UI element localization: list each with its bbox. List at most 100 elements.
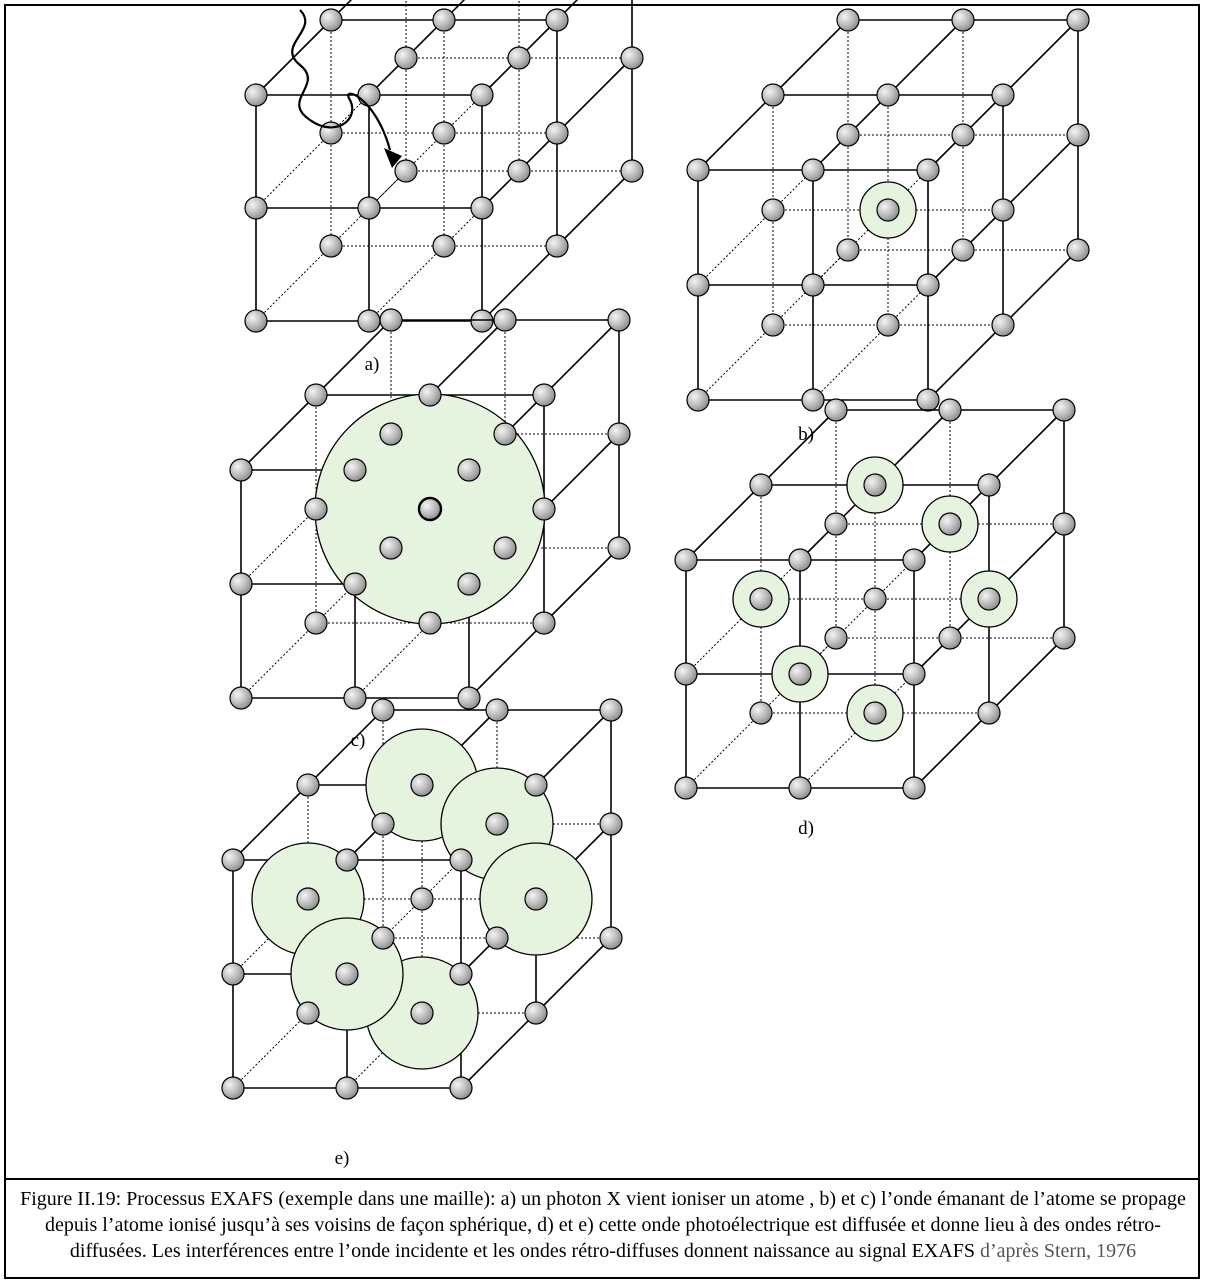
atom (608, 537, 630, 559)
visible-edge (469, 623, 544, 698)
atom (336, 963, 358, 985)
cube-panel-a (245, 0, 643, 332)
atom (380, 537, 402, 559)
atom (546, 122, 568, 144)
atom (320, 9, 342, 31)
atom (903, 549, 925, 571)
atom (877, 84, 899, 106)
atom (358, 84, 380, 106)
atom (344, 687, 366, 709)
atom (762, 314, 784, 336)
atom (533, 384, 555, 406)
atom (344, 573, 366, 595)
atom (344, 459, 366, 481)
atom (494, 537, 516, 559)
atom (864, 474, 886, 496)
atom (1067, 239, 1089, 261)
atom (358, 310, 380, 332)
atom (494, 309, 516, 331)
atom (687, 159, 709, 181)
atom (952, 124, 974, 146)
atom (837, 124, 859, 146)
visible-edge (914, 713, 989, 788)
atom (486, 813, 508, 835)
atom (419, 498, 441, 520)
atom (433, 122, 455, 144)
atom (297, 774, 319, 796)
hidden-edge (241, 623, 316, 698)
caption-reference: d’après Stern, 1976 (975, 1240, 1136, 1262)
atom (992, 314, 1014, 336)
atom (486, 927, 508, 949)
atom (978, 474, 1000, 496)
hidden-edge (686, 713, 761, 788)
atom (245, 84, 267, 106)
visible-edge (1003, 20, 1078, 95)
atom (372, 813, 394, 835)
atom (789, 549, 811, 571)
cube-panel-b (687, 9, 1089, 411)
atom (608, 423, 630, 445)
atom (305, 384, 327, 406)
atom (508, 47, 530, 69)
atom (992, 84, 1014, 106)
atom (978, 588, 1000, 610)
visible-edge (544, 434, 619, 509)
atom (621, 47, 643, 69)
atom (877, 199, 899, 221)
atom (675, 777, 697, 799)
atom (903, 663, 925, 685)
visible-edge (482, 246, 557, 321)
visible-edge (686, 485, 761, 560)
atom (471, 84, 493, 106)
atom (1067, 9, 1089, 31)
atom (419, 612, 441, 634)
atom (494, 423, 516, 445)
atom (395, 47, 417, 69)
atom (675, 549, 697, 571)
atom (750, 588, 772, 610)
atom (762, 199, 784, 221)
cube-panel-e (222, 699, 622, 1099)
cube-panel-d (675, 399, 1075, 799)
atom (458, 687, 480, 709)
atom (230, 459, 252, 481)
atom (600, 927, 622, 949)
atom (546, 9, 568, 31)
lattice-lines (256, 0, 632, 321)
visible-edge (444, 0, 519, 20)
atom (917, 274, 939, 296)
visible-edge (928, 325, 1003, 400)
atom (952, 239, 974, 261)
panel-label-c: c) (328, 730, 388, 752)
figure-caption: Figure II.19: Processus EXAFS (exemple d… (20, 1186, 1186, 1264)
atom (802, 159, 824, 181)
atom (320, 235, 342, 257)
visible-edge (989, 410, 1064, 485)
atom (305, 612, 327, 634)
visible-edge (698, 95, 773, 170)
atom (903, 777, 925, 799)
atom (450, 849, 472, 871)
visible-edge (773, 20, 848, 95)
atom (222, 963, 244, 985)
hidden-edge (698, 210, 773, 285)
visible-edge (888, 20, 963, 95)
atom (419, 384, 441, 406)
atom (230, 687, 252, 709)
atom (222, 1077, 244, 1099)
cube-panel-c (230, 309, 630, 709)
atom (600, 699, 622, 721)
visible-edge (544, 548, 619, 623)
hidden-edge (369, 246, 444, 321)
exafs-diagram (0, 0, 1206, 1180)
atom (762, 84, 784, 106)
atom (608, 309, 630, 331)
atom (939, 513, 961, 535)
atom (621, 160, 643, 182)
atom (917, 159, 939, 181)
atom (917, 389, 939, 411)
atom (395, 160, 417, 182)
atom (486, 699, 508, 721)
atom (450, 963, 472, 985)
